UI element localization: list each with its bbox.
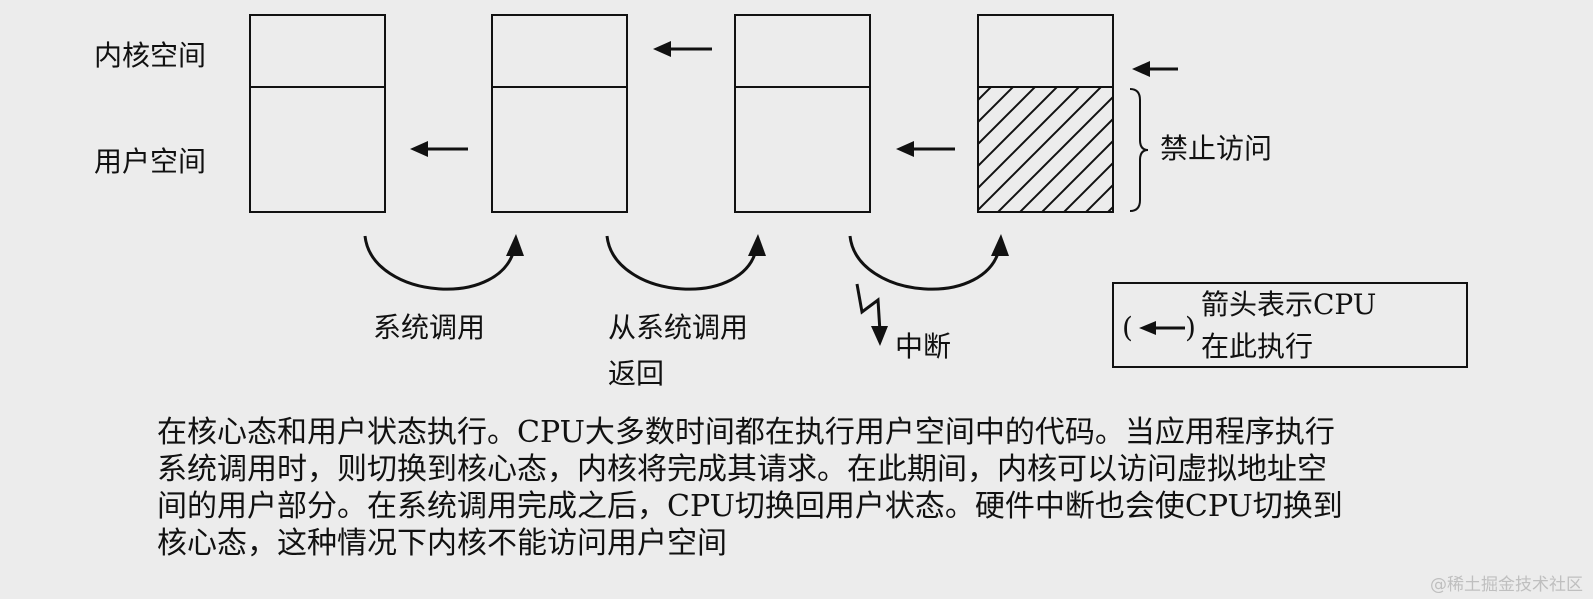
watermark: @稀土掘金技术社区 (1430, 575, 1583, 595)
cpu-arrow-box2-kernel (653, 41, 712, 57)
interrupt-curve-arrow (848, 234, 1009, 291)
legend-paren-open: ( (1122, 311, 1133, 344)
syscall-return-label-line1: 从系统调用 (608, 311, 749, 344)
legend-box (1112, 282, 1468, 368)
state-box-3 (734, 14, 871, 213)
legend-arrow-icon (1139, 321, 1185, 335)
lightning-interrupt-icon (855, 283, 888, 346)
forbidden-hatch-area (978, 87, 1113, 212)
paragraph-line-2: 系统调用时，则切换到核心态，内核将完成其请求。在此期间，内核可以访问虚拟地址空 (157, 452, 1327, 487)
syscall-label: 系统调用 (373, 311, 486, 344)
user-space-label: 用户空间 (94, 145, 207, 178)
state-box-4 (977, 14, 1114, 213)
explanation-paragraph: 在核心态和用户状态执行。CPU大多数时间都在执行用户空间中的代码。当应用程序执行… (157, 414, 1577, 562)
interrupt-label: 中断 (895, 330, 952, 363)
cpu-arrow-box4-kernel (1132, 61, 1178, 77)
syscall-return-curve-arrow (605, 234, 766, 291)
legend-text-line1: 箭头表示CPU (1201, 288, 1377, 321)
paragraph-line-4: 核心态，这种情况下内核不能访问用户空间 (157, 526, 727, 561)
paragraph-line-3: 间的用户部分。在系统调用完成之后，CPU切换回用户状态。硬件中断也会使CPU切换… (157, 489, 1343, 524)
legend-paren-close: ) (1185, 311, 1196, 344)
syscall-return-label-line2: 返回 (608, 357, 665, 390)
kernel-space-label: 内核空间 (94, 39, 207, 72)
state-box-1 (249, 14, 386, 213)
forbidden-access-label: 禁止访问 (1160, 132, 1273, 165)
forbidden-brace (1129, 88, 1149, 212)
state-box-2 (491, 14, 628, 213)
legend-text-line2: 在此执行 (1201, 330, 1314, 363)
syscall-curve-arrow (363, 234, 524, 291)
cpu-arrow-box3-user (896, 141, 955, 157)
paragraph-line-1: 在核心态和用户状态执行。CPU大多数时间都在执行用户空间中的代码。当应用程序执行 (157, 415, 1335, 450)
cpu-arrow-box1-user (410, 141, 468, 157)
